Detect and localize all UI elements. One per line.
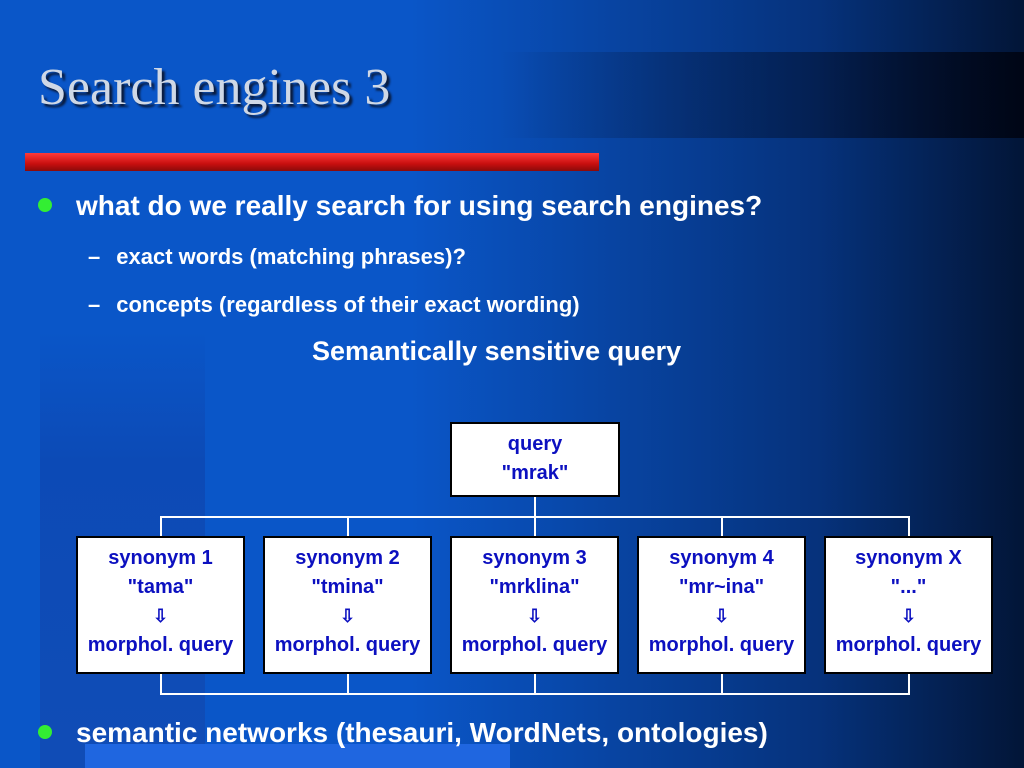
title-underline [25, 153, 599, 171]
diagram-caption: Semantically sensitive query [312, 336, 682, 366]
dash-marker: – [88, 244, 101, 269]
down-arrow-icon: ⇩ [900, 606, 917, 626]
connector-bottom-3 [534, 674, 536, 694]
bullet-semantic-networks: semantic networks (thesauri, WordNets, o… [38, 717, 768, 749]
bullet-text: what do we really search for using searc… [76, 190, 763, 221]
bottom-decor-band [85, 744, 510, 768]
synonym-word: "mr~ina" [678, 576, 765, 598]
morphol-query-label: morphol. query [835, 634, 982, 656]
synonym-name: synonym 3 [482, 547, 587, 569]
synonym-box-x: synonym X "..." ⇩ morphol. query [824, 536, 993, 674]
sub-bullet-text: exact words (matching phrases)? [116, 244, 466, 269]
synonym-name: synonym 2 [295, 547, 400, 569]
query-label: query [507, 433, 563, 455]
down-arrow-icon: ⇩ [152, 606, 169, 626]
bullet-dot-icon [38, 197, 52, 212]
connector-bottom-1 [160, 674, 162, 694]
connector-bottom-2 [347, 674, 349, 694]
connector-bottom-4 [721, 674, 723, 694]
query-word: "mrak" [501, 462, 569, 484]
dash-marker: – [88, 292, 101, 317]
connector-bottom-5 [908, 674, 910, 694]
connector-top-4 [721, 516, 723, 536]
synonym-word: "mrklina" [489, 576, 580, 598]
morphol-query-label: morphol. query [274, 634, 421, 656]
bullet-dot-icon [38, 724, 52, 739]
down-arrow-icon: ⇩ [713, 606, 730, 626]
synonym-word: "..." [890, 576, 927, 598]
synonym-name: synonym X [855, 547, 962, 569]
synonym-box-1: synonym 1 "tama" ⇩ morphol. query [76, 536, 245, 674]
synonym-name: synonym 1 [108, 547, 213, 569]
query-box: query "mrak" [450, 422, 620, 497]
bullet-text: semantic networks (thesauri, WordNets, o… [76, 717, 768, 748]
morphol-query-label: morphol. query [648, 634, 795, 656]
connector-bottom-bus [160, 693, 910, 695]
bullet-search-question: what do we really search for using searc… [38, 190, 762, 222]
slide-title: Search engines 3 [38, 59, 391, 116]
synonym-name: synonym 4 [669, 547, 774, 569]
morphol-query-label: morphol. query [461, 634, 608, 656]
connector-top-2 [347, 516, 349, 536]
sub-bullet-exact-words: –exact words (matching phrases)? [88, 244, 466, 270]
synonym-box-2: synonym 2 "tmina" ⇩ morphol. query [263, 536, 432, 674]
title-shadow-band [500, 52, 1024, 138]
sub-bullet-text: concepts (regardless of their exact word… [116, 292, 580, 317]
synonym-word: "tmina" [311, 576, 384, 598]
connector-top-3 [534, 516, 536, 536]
synonym-box-3: synonym 3 "mrklina" ⇩ morphol. query [450, 536, 619, 674]
connector-query-down [534, 497, 536, 517]
morphol-query-label: morphol. query [87, 634, 234, 656]
connector-top-5 [908, 516, 910, 536]
synonym-box-4: synonym 4 "mr~ina" ⇩ morphol. query [637, 536, 806, 674]
connector-top-1 [160, 516, 162, 536]
down-arrow-icon: ⇩ [339, 606, 356, 626]
synonym-word: "tama" [127, 576, 194, 598]
down-arrow-icon: ⇩ [526, 606, 543, 626]
sub-bullet-concepts: –concepts (regardless of their exact wor… [88, 292, 580, 318]
